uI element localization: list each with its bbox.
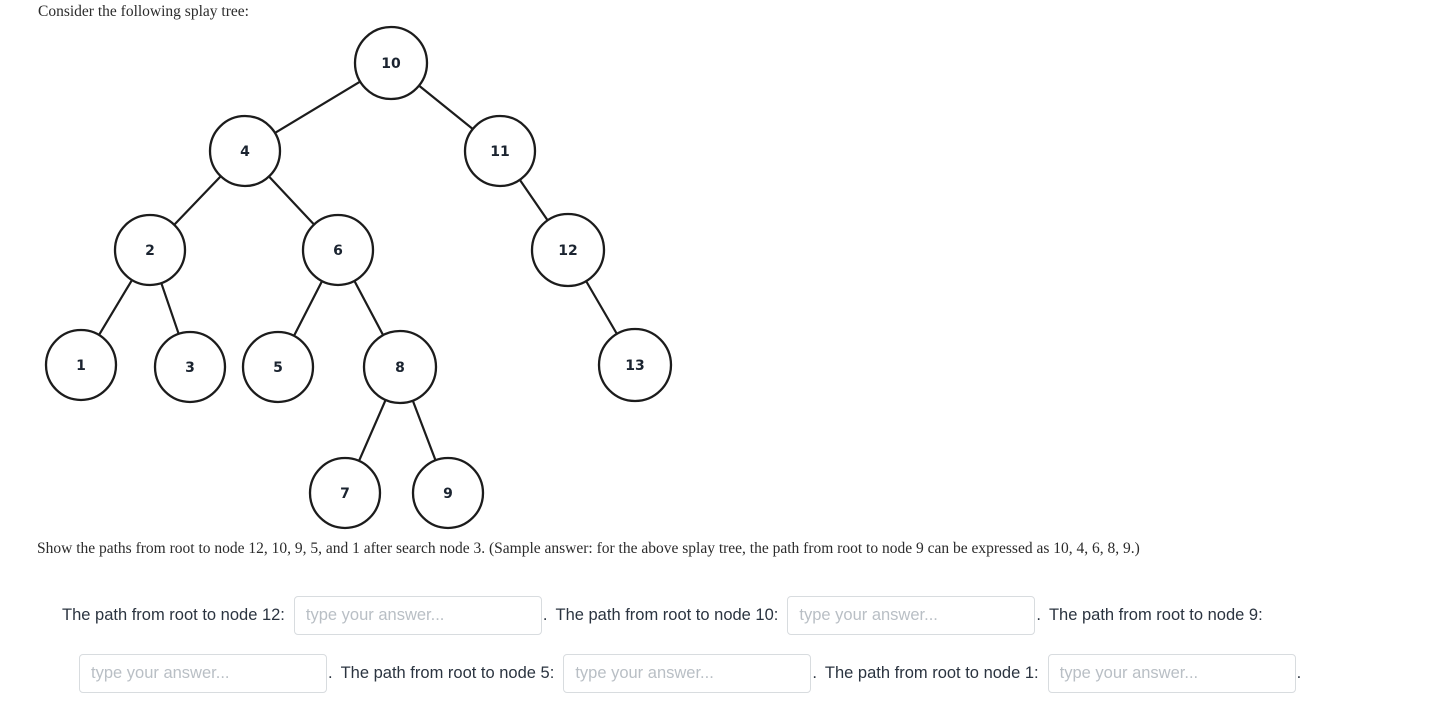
tree-edge-4-2 [172,174,223,227]
tree-node-circle-13 [597,327,673,403]
tree-node-label-7: 7 [340,486,350,502]
tree-node-circle-6 [301,213,375,287]
tree-node-5: 5 [241,330,315,404]
tree-node-circle-12 [530,212,606,288]
tree-node-6: 6 [301,213,375,287]
answer-input-node-9[interactable] [79,653,327,693]
tree-edge-12-13 [584,279,619,336]
tree-node-4: 4 [208,114,282,188]
answer-separator-1: . [542,605,548,624]
tree-node-circle-1 [44,328,118,402]
tree-edge-8-7 [357,397,388,463]
tree-node-10: 10 [353,25,429,101]
answer-input-node-10[interactable] [787,595,1036,635]
tree-node-label-4: 4 [240,144,250,160]
tree-node-1: 1 [44,328,118,402]
tree-node-circle-10 [353,25,429,101]
tree-edge-8-9 [411,398,437,463]
tree-node-label-11: 11 [490,144,509,160]
answer-input-node-12[interactable] [293,595,542,635]
answer-separator-5: . [1296,663,1302,682]
tree-edge-layer [97,79,619,463]
answer-label-node-5: The path from root to node 5: [340,663,555,682]
answer-label-node-9: The path from root to node 9: [1048,605,1263,624]
answer-input-node-1[interactable] [1047,653,1296,693]
tree-node-label-8: 8 [395,360,405,376]
tree-node-label-9: 9 [443,486,453,502]
answer-input-node-5[interactable] [563,653,812,693]
tree-edge-6-5 [292,279,324,338]
tree-node-circle-8 [362,329,438,405]
tree-node-9: 9 [411,456,485,530]
tree-node-label-5: 5 [273,360,283,376]
tree-node-circle-2 [113,213,187,287]
answer-row-2: . The path from root to node 5: . The pa… [70,644,1422,702]
tree-node-label-2: 2 [145,243,155,259]
tree-node-circle-4 [208,114,282,188]
tree-edge-6-8 [352,278,385,338]
tree-node-8: 8 [362,329,438,405]
tree-node-12: 12 [530,212,606,288]
tree-node-circle-7 [308,456,382,530]
answer-label-node-12: The path from root to node 12: [62,605,285,624]
tree-node-13: 13 [597,327,673,403]
tree-node-label-6: 6 [333,243,343,259]
tree-edge-10-11 [417,83,475,131]
tree-node-circle-9 [411,456,485,530]
tree-node-label-12: 12 [558,243,577,259]
tree-node-label-1: 1 [76,358,86,374]
tree-node-11: 11 [463,114,537,188]
answers-section: The path from root to node 12: . The pat… [62,586,1422,702]
tree-node-label-10: 10 [381,56,401,72]
tree-node-7: 7 [308,456,382,530]
intro-text: Consider the following splay tree: [38,3,249,20]
tree-node-label-3: 3 [185,360,195,376]
tree-node-circle-5 [241,330,315,404]
tree-edge-4-6 [267,174,316,227]
tree-edge-2-1 [97,278,134,337]
tree-edge-2-3 [159,281,181,336]
answer-label-node-1: The path from root to node 1: [824,663,1039,682]
answer-separator-2: . [1036,605,1041,624]
question-text: Show the paths from root to node 12, 10,… [37,540,1140,557]
answer-row-1: The path from root to node 12: . The pat… [62,586,1422,644]
tree-node-3: 3 [153,330,227,404]
answer-separator-3: . [328,663,333,682]
answer-separator-4: . [812,663,817,682]
answer-label-node-10: The path from root to node 10: [555,605,779,624]
tree-edge-10-4 [273,79,363,135]
tree-node-label-13: 13 [625,358,644,374]
tree-node-2: 2 [113,213,187,287]
tree-node-circle-3 [153,330,227,404]
tree-edge-11-12 [518,177,550,223]
tree-node-circle-11 [463,114,537,188]
